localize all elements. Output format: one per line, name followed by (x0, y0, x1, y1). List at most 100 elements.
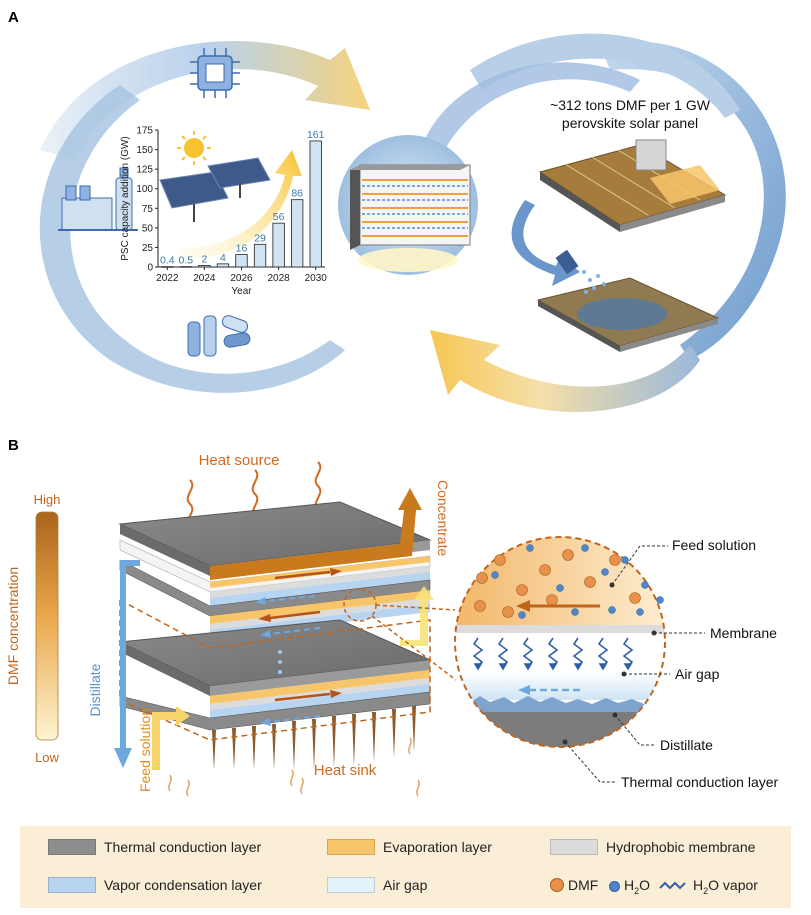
bar (161, 266, 174, 268)
bar (291, 199, 304, 268)
legend-h2o-label: H2O (624, 877, 651, 896)
cycle-arcs (39, 33, 786, 413)
dmf-molecule (476, 572, 488, 584)
h2o-molecule (601, 568, 609, 576)
dmf-molecule (516, 584, 528, 596)
callout-air-gap: Air gap (675, 666, 720, 682)
bar-value-label: 161 (307, 129, 325, 141)
bar-value-label: 86 (291, 188, 303, 200)
legend-thermal: Thermal conduction layer (48, 839, 261, 855)
legend (20, 826, 791, 908)
vapor-wave-icon (659, 881, 686, 890)
legend-swatch (327, 877, 375, 893)
bottom-arc (430, 330, 700, 413)
perovskite-panel-icon (538, 139, 727, 232)
x-tick-label: 2026 (230, 273, 253, 284)
heat-sink-wave-icons (168, 737, 420, 797)
dmf-molecule (502, 606, 514, 618)
dmf-molecule (539, 564, 551, 576)
vapor-wave (547, 637, 559, 667)
bar-value-label: 56 (273, 211, 285, 223)
legend-swatch (48, 839, 96, 855)
bar-value-label: 29 (254, 232, 266, 244)
legend-label: Evaporation layer (383, 839, 492, 855)
process-arrow (511, 200, 580, 286)
h2o-molecule (636, 608, 644, 616)
dmf-amount-line1: ~312 tons DMF per 1 GW (550, 97, 711, 113)
membrane-stack (118, 501, 432, 770)
inner-right-arc (420, 62, 640, 160)
h2o-molecule (526, 544, 534, 552)
callout-distillate: Distillate (660, 737, 713, 753)
dmf-dot-icon (550, 878, 564, 892)
legend-air-gap: Air gap (327, 877, 427, 893)
bar-value-label: 0.4 (160, 255, 175, 267)
legend-label: Air gap (383, 877, 428, 893)
h2o-molecule (608, 606, 616, 614)
h2o-molecule (641, 581, 649, 589)
callouts (564, 545, 705, 783)
x-tick-label: 2022 (156, 273, 179, 284)
top-left-arc (40, 40, 370, 160)
dmf-molecule (629, 592, 641, 604)
right-upper-arc (470, 33, 740, 118)
callout-feed-solution: Feed solution (672, 537, 756, 553)
legend-vapor-label: H2O vapor (693, 877, 758, 896)
y-tick-label: 50 (142, 223, 154, 234)
y-tick-label: 175 (136, 126, 153, 137)
x-axis-label: Year (231, 286, 252, 297)
dmf-molecule (546, 594, 558, 606)
x-tick-label: 2028 (267, 273, 290, 284)
concentrate-arrow (210, 488, 422, 580)
legend-vapor-condensation: Vapor condensation layer (48, 877, 262, 893)
legend-swatch (327, 839, 375, 855)
medicine-icon (187, 315, 251, 357)
left-arc (39, 85, 346, 393)
bar (216, 263, 230, 268)
dmf-molecule (584, 576, 596, 588)
vapor-wave (622, 637, 634, 667)
feed-return-arrow (400, 586, 434, 646)
chip-icon (190, 48, 240, 98)
dmf-molecule (609, 554, 621, 566)
vapor-arrowhead (498, 663, 508, 671)
bar-value-label: 2 (201, 253, 207, 265)
h2o-molecule (621, 556, 629, 564)
bar-value-label: 16 (236, 242, 248, 254)
concentrate-label: Concentrate (435, 480, 451, 556)
x-tick-label: 2030 (305, 273, 328, 284)
vapor-wave (522, 637, 534, 667)
legend-dmf: DMF (550, 877, 598, 893)
zoom-detail (454, 536, 666, 748)
bar-value-label: 0.5 (179, 255, 194, 267)
vapor-wave (597, 637, 609, 667)
bar (235, 254, 248, 268)
growth-arrow (180, 150, 302, 259)
h2o-molecule (656, 596, 664, 604)
legend-label: Hydrophobic membrane (606, 839, 756, 855)
sun-icon (177, 131, 211, 165)
vapor-arrowhead (548, 663, 558, 671)
legend-label: Thermal conduction layer (104, 839, 262, 855)
h2o-molecule (571, 608, 579, 616)
spray-icon (536, 249, 720, 352)
vapor-arrowhead (598, 663, 608, 671)
h2o-molecule (518, 611, 526, 619)
panel-b-label: B (8, 437, 19, 454)
feed-solution-label: Feed solution (137, 708, 153, 792)
legend-swatch (550, 839, 598, 855)
factory-icon (58, 167, 138, 231)
h2o-molecule (556, 584, 564, 592)
y-tick-label: 25 (142, 243, 154, 254)
legend-hydrophobic: Hydrophobic membrane (550, 839, 755, 855)
vapor-wave (497, 637, 509, 667)
distillate-arrow (114, 560, 140, 768)
dmf-molecule (562, 549, 574, 561)
x-tick-label: 2024 (193, 273, 216, 284)
dmf-amount-line2: perovskite solar panel (562, 115, 698, 131)
bar (198, 265, 211, 268)
solar-panel-icon (159, 157, 271, 222)
bar (179, 266, 192, 268)
legend-evaporation: Evaporation layer (327, 839, 492, 855)
